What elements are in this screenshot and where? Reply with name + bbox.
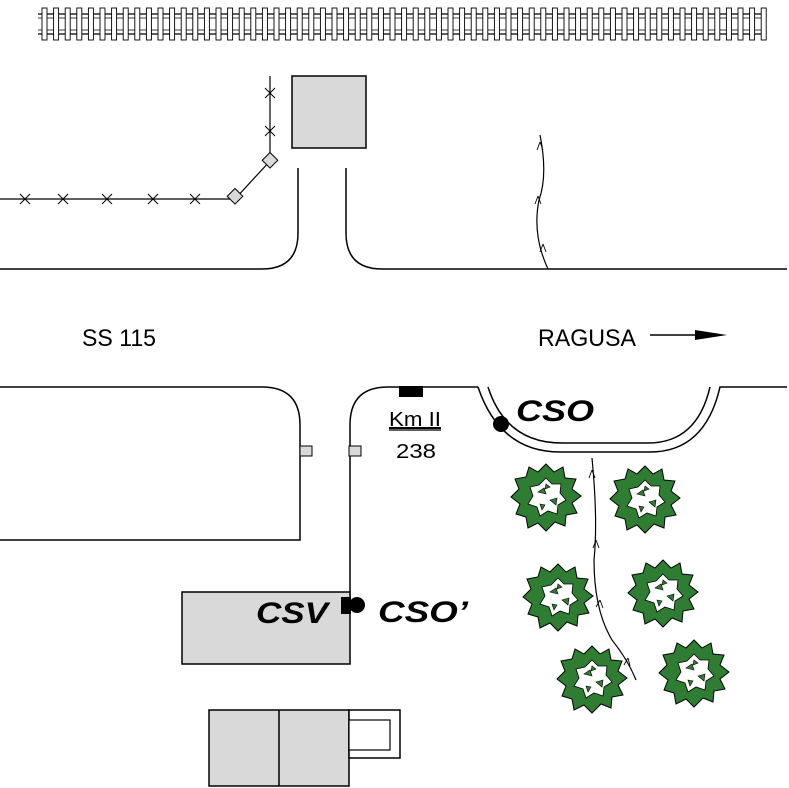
station-csv-marker (341, 597, 351, 614)
km-marker-line1: Km II (389, 409, 441, 431)
tree-icon (627, 559, 699, 628)
km-marker-line2: 238 (396, 441, 436, 463)
tree-icon (510, 463, 582, 532)
footpath-lower (588, 457, 637, 681)
footpath-upper (534, 134, 549, 270)
road-edge-lower-left (0, 386, 301, 541)
direction-label: RAGUSA (538, 325, 636, 352)
arrow-right-icon (650, 330, 727, 340)
road-edge-lower-right (349, 386, 478, 610)
tree-icon (556, 645, 628, 714)
building-upper (291, 75, 367, 149)
layby-inner (487, 386, 711, 444)
gate-post-right (348, 445, 362, 457)
tree-icon (609, 465, 681, 534)
railway-track-icon (38, 7, 767, 41)
tree-icon (658, 639, 730, 708)
station-dot-icon (493, 416, 509, 432)
gate-post-left (299, 445, 313, 457)
fence-icon (0, 76, 279, 205)
km-marker-icon (399, 386, 423, 397)
station-cso-prime-label: CSO’ (378, 596, 469, 629)
station-cso-prime-dot (349, 597, 365, 613)
building-csv (181, 591, 351, 665)
road-label: SS 115 (82, 325, 156, 352)
building-bottom (208, 709, 401, 787)
road-edge-upper (0, 168, 299, 270)
road-edge-upper-right (345, 168, 787, 270)
station-csv-label: CSV (256, 597, 331, 630)
tree-icon (522, 563, 594, 632)
station-cso-label: CSO (516, 395, 594, 428)
